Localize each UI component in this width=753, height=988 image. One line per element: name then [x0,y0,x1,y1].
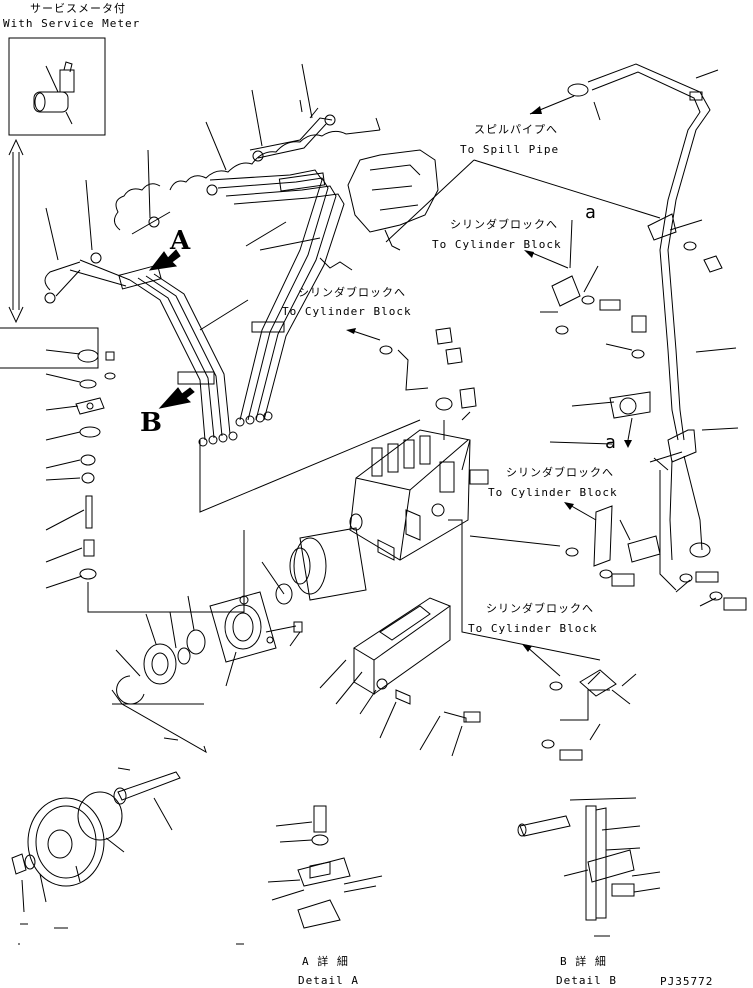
view-a-label: A [170,226,191,256]
cyl-block-pipes [380,328,636,760]
detail-b-drawing [518,798,660,936]
cyl-block-2-jp: シリンダブロックへ [298,286,406,299]
detail-b-label-jp: B 詳 細 [560,955,607,968]
detail-a-drawing [236,806,382,944]
spill-pipe-label-en: To Spill Pipe [460,143,560,156]
cyl-block-1-jp: シリンダブロックへ [450,218,558,231]
service-meter-inset [9,38,105,135]
drawing-number: PJ35772 [660,975,714,988]
left-bracket-box [0,328,98,368]
marker-a-label: a [585,202,597,223]
detail-b-label-en: Detail B [556,974,617,987]
right-fasteners [540,266,746,610]
gear-shaft [12,690,206,944]
service-meter-label-en: With Service Meter [3,17,141,30]
cyl-block-3-en: To Cylinder Block [488,486,618,499]
cyl-block-2-en: To Cylinder Block [282,305,412,318]
marker-a2-label: a [605,432,617,453]
cyl-block-1-en: To Cylinder Block [432,238,562,251]
injection-pipes [45,115,344,446]
service-meter-label-jp: サービスメータ付 [30,2,126,15]
pump-bracket [320,520,600,756]
label-arrows [350,96,660,676]
detail-a-label-en: Detail A [298,974,359,987]
view-b-label: B [140,408,162,438]
injection-pump [290,420,488,600]
cyl-block-3-jp: シリンダブロックへ [506,466,614,479]
cyl-block-4-jp: シリンダブロックへ [486,602,594,615]
left-small-parts [46,350,420,612]
spill-pipe [568,64,738,590]
cyl-block-4-en: To Cylinder Block [468,622,598,635]
view-arrows [150,250,194,408]
leader-lines [46,64,312,330]
double-arrow [9,140,23,322]
coupling-parts [116,562,302,704]
engine-outline [114,100,438,270]
label-arrowheads [346,106,632,652]
spill-pipe-label-jp: スピルパイプへ [474,123,558,136]
detail-a-label-jp: A 詳 細 [302,955,349,968]
